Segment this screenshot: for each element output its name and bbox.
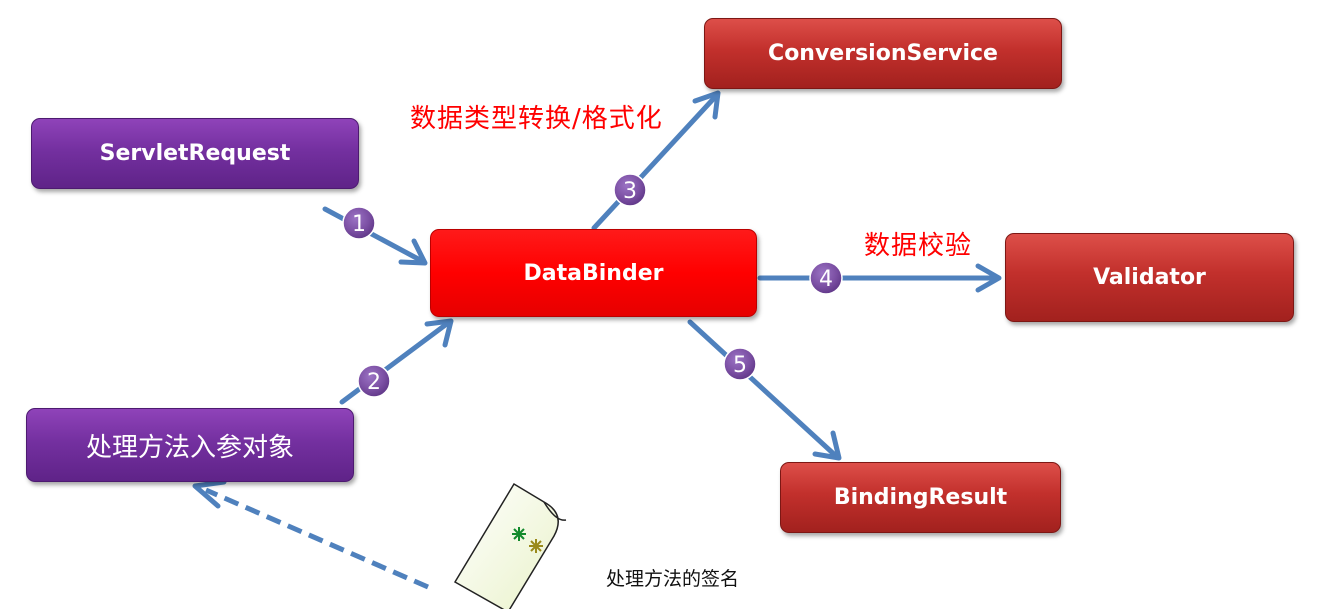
step-circle-1: 1 (342, 206, 376, 240)
handler-params-label: 处理方法入参对象 (85, 432, 294, 463)
arrow-3 (591, 90, 721, 231)
validator-node: Validator (1005, 233, 1294, 322)
arrow-1 (322, 206, 428, 266)
step-circle-5: 5 (723, 347, 757, 381)
step-circle-3: 3 (613, 173, 647, 207)
step-circle-2: 2 (357, 364, 391, 398)
step-number-4: 4 (819, 267, 833, 292)
conversion-label: 数据类型转换/格式化 (410, 104, 663, 134)
conversion-service-label: ConversionService (768, 41, 998, 66)
binding-result-node: BindingResult (780, 462, 1061, 533)
validator-label: Validator (1093, 265, 1206, 290)
binding-result-label: BindingResult (833, 485, 1008, 510)
dashed-arrow (192, 479, 430, 590)
data-binder-label: DataBinder (523, 260, 664, 286)
arrow-2 (339, 318, 454, 405)
step-number-1: 1 (352, 212, 366, 237)
arrow-4 (757, 263, 1002, 293)
step-circle-4: 4 (809, 261, 843, 295)
step-number-3: 3 (623, 179, 637, 204)
step-number-5: 5 (733, 353, 747, 378)
document-icon (453, 482, 567, 609)
data-binder-node: DataBinder (430, 229, 757, 317)
conversion-service-node: ConversionService (704, 18, 1062, 89)
step-number-2: 2 (367, 370, 381, 395)
servlet-request-label: ServletRequest (99, 141, 291, 166)
validation-label: 数据校验 (864, 231, 973, 261)
handler-params-node: 处理方法入参对象 (26, 408, 354, 482)
signature-caption: 处理方法的签名 (606, 568, 740, 590)
arrow-5 (687, 319, 842, 461)
servlet-request-node: ServletRequest (31, 118, 359, 189)
